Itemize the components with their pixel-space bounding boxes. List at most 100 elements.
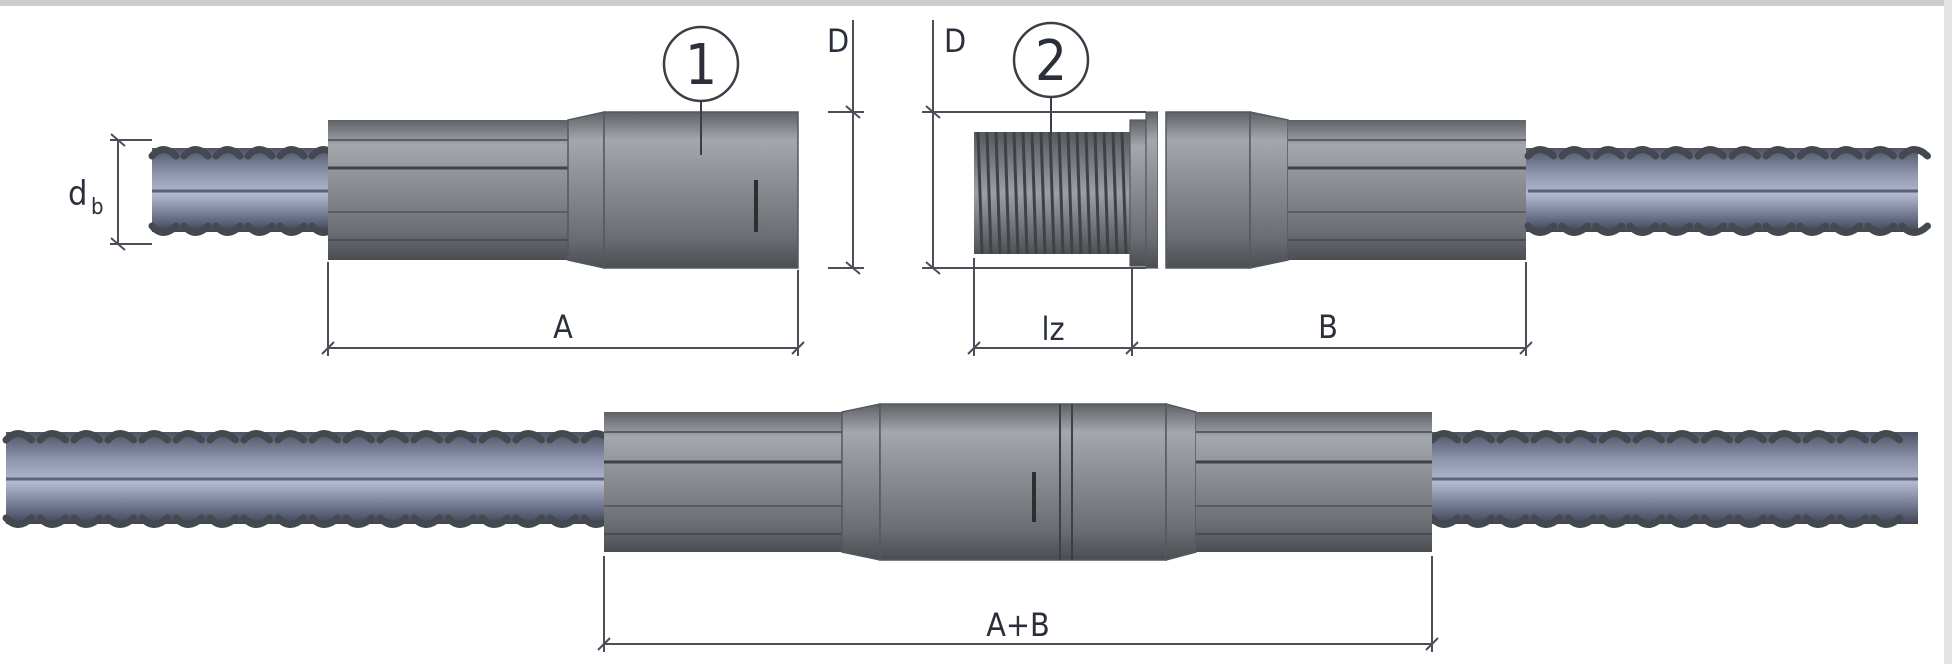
rebar-rib — [148, 146, 180, 160]
length-total-dimension: A+B — [597, 556, 1439, 652]
rebar-rib — [1632, 430, 1665, 444]
rebar-rib — [1592, 222, 1625, 236]
thread-groove — [976, 131, 984, 255]
thread-groove — [1066, 131, 1074, 255]
rebar-rib — [274, 514, 307, 528]
rebar-rib — [546, 514, 579, 528]
diameter-label-left: D — [827, 22, 849, 60]
rebar-rib — [1598, 514, 1631, 528]
rebar-rib — [1768, 430, 1801, 444]
rebar-rib — [1626, 222, 1659, 236]
assembled-coupler — [604, 403, 1432, 561]
rebar-rib — [1728, 146, 1761, 160]
rebar-rib — [1864, 146, 1897, 160]
rebar-rib — [274, 430, 307, 444]
rebar-rib — [1762, 222, 1795, 236]
part-2-label: 2 — [1035, 29, 1067, 94]
rebar-rib — [1592, 146, 1625, 160]
rebar-rib — [1796, 146, 1829, 160]
thread-groove — [1075, 131, 1083, 255]
rebar-rib — [36, 514, 69, 528]
rebar-rib — [1836, 514, 1869, 528]
rebar-rib — [1870, 430, 1903, 444]
rebar-rib — [1898, 146, 1931, 160]
rebar-rib — [444, 514, 477, 528]
frame-top — [0, 0, 1952, 6]
bar-diameter-label: d — [68, 174, 87, 214]
rebar-rib — [410, 514, 443, 528]
rebar-rib — [36, 430, 69, 444]
rebar-rib — [70, 430, 103, 444]
rebar-rib — [1462, 430, 1495, 444]
rebar-rib — [1666, 430, 1699, 444]
rebar-rib — [1496, 514, 1529, 528]
rebar-rib — [180, 222, 212, 236]
rebar-rib — [546, 430, 579, 444]
rebar-rib — [1524, 146, 1557, 160]
thread-groove — [1120, 131, 1128, 255]
rebar-rib — [276, 146, 308, 160]
rebar-rib — [104, 430, 137, 444]
rebar-top-right — [1524, 146, 1931, 236]
rebar-rib — [244, 222, 276, 236]
part-2-callout: 2 — [1012, 21, 1090, 135]
thread-groove — [1111, 131, 1119, 255]
rebar-rib — [1632, 514, 1665, 528]
length-b-dimension: B — [1132, 262, 1533, 356]
rebar-rib — [512, 514, 545, 528]
rebar-rib — [1428, 514, 1461, 528]
diameter-label-right: D — [944, 22, 966, 60]
rebar-rib — [2, 430, 35, 444]
rebar-rib — [206, 430, 239, 444]
rebar-rib — [240, 430, 273, 444]
rebar-rib — [1496, 430, 1529, 444]
rebar-rib — [2, 514, 35, 528]
rebar-rib — [138, 514, 171, 528]
coupler-sleeve-female — [328, 111, 799, 269]
part-1-callout: 1 — [662, 25, 740, 155]
rebar-rib — [1428, 430, 1461, 444]
rebar-rib — [478, 514, 511, 528]
rebar-rib — [444, 430, 477, 444]
thread-groove — [1048, 131, 1056, 255]
thread-groove — [1030, 131, 1038, 255]
rebar-rib — [244, 146, 276, 160]
rebar-rib — [376, 514, 409, 528]
rebar-rib — [1768, 514, 1801, 528]
rebar-rib — [1626, 146, 1659, 160]
rebar-rib — [1462, 514, 1495, 528]
rebar-rib — [240, 514, 273, 528]
rebar-rib — [138, 430, 171, 444]
thread-groove — [985, 131, 993, 255]
rebar-rib — [512, 430, 545, 444]
rebar-rib — [342, 514, 375, 528]
bar-diameter-subscript: b — [91, 195, 104, 220]
rebar-rib — [1762, 146, 1795, 160]
rebar-rib — [172, 430, 205, 444]
rebar-rib — [1728, 222, 1761, 236]
rebar-rib — [212, 146, 244, 160]
thread-groove — [994, 131, 1002, 255]
rebar-rib — [1666, 514, 1699, 528]
rebar-rib — [172, 514, 205, 528]
length-total-label: A+B — [986, 606, 1050, 644]
rebar-rib — [1864, 222, 1897, 236]
rebar-rib — [1870, 514, 1903, 528]
rebar-rib — [1530, 514, 1563, 528]
thread-groove — [1039, 131, 1047, 255]
rebar-rib — [276, 222, 308, 236]
rebar-rib — [206, 514, 239, 528]
rebar-rib — [1734, 514, 1767, 528]
thread-groove — [1102, 131, 1110, 255]
rebar-rib — [1530, 430, 1563, 444]
thread-groove — [1084, 131, 1092, 255]
rebar-rib — [180, 146, 212, 160]
rebar-rib — [1734, 430, 1767, 444]
rebar-rib — [1564, 430, 1597, 444]
length-b-label: B — [1318, 308, 1338, 346]
rebar-rib — [342, 430, 375, 444]
bar-diameter-dimension: d b — [68, 133, 152, 251]
rebar-rib — [410, 430, 443, 444]
rebar-rib — [1558, 146, 1591, 160]
